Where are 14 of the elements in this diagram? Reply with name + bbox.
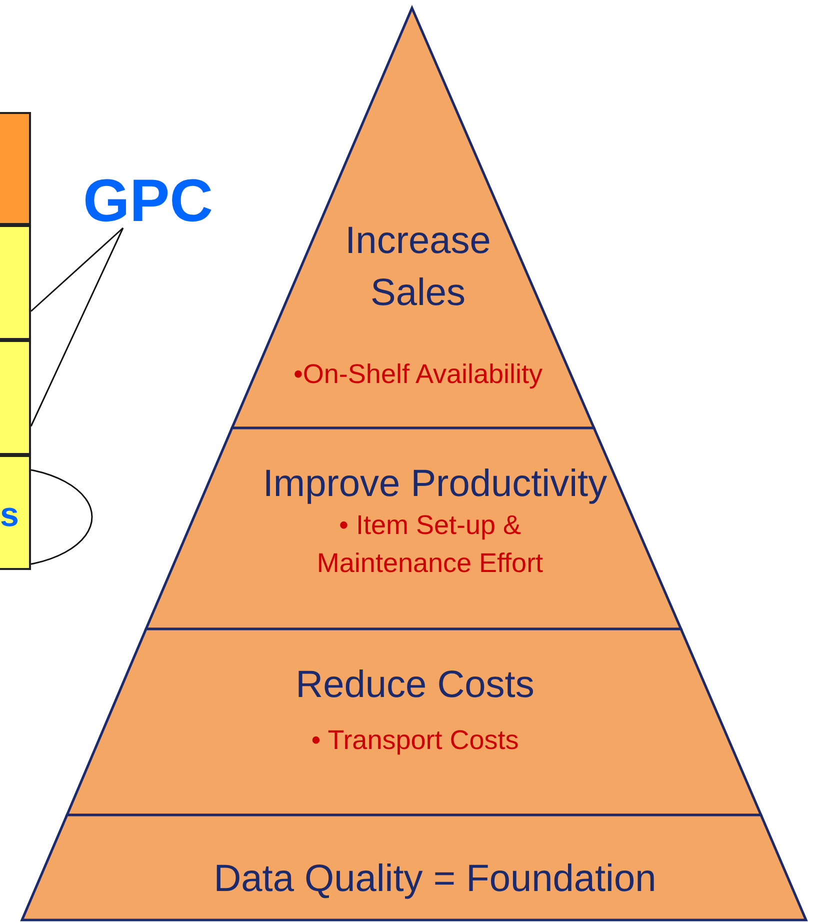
table-cell — [0, 340, 31, 455]
leader-line — [30, 227, 124, 312]
tier-bullet-text: • Item Set-up & Maintenance Effort — [316, 509, 544, 580]
tier-heading: Reduce Costs — [294, 663, 536, 708]
tier-bullet-text: •On-Shelf Availability — [292, 358, 544, 391]
header-cell — [0, 112, 31, 225]
callout-text: GPC — [78, 168, 218, 234]
tier-heading: Increase Sales — [344, 219, 492, 316]
tier-heading: Data Quality = Foundation — [212, 857, 658, 902]
cell-text: s — [0, 497, 19, 533]
table-cell — [0, 225, 31, 340]
tier-heading: Improve Productivity — [262, 462, 608, 507]
tier-bullet-text: • Transport Costs — [310, 724, 520, 757]
leader-line — [30, 228, 124, 427]
